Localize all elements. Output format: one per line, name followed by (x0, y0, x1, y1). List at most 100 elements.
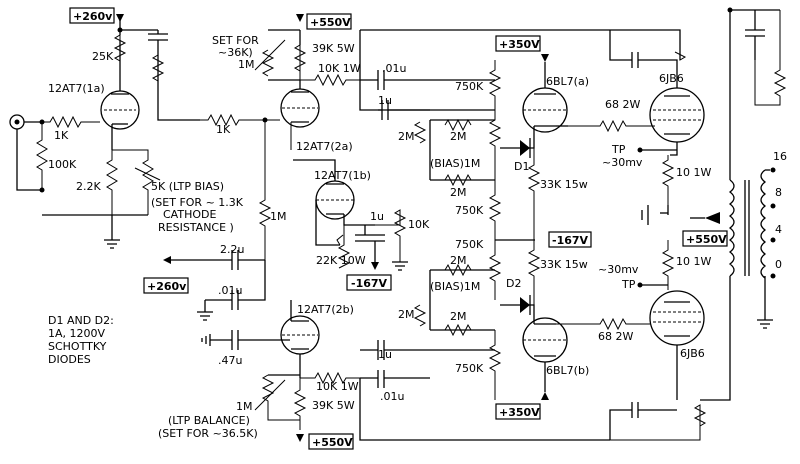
note-set36k-2: ~36K) (218, 46, 253, 59)
resistor-1m-mid (258, 120, 292, 260)
diode-d2 (520, 297, 530, 313)
label-39k-top: 39K 5W (312, 42, 355, 55)
label-68-a: 68 2W (605, 98, 640, 111)
label-supply-167-mid: -167V (552, 234, 589, 247)
label-ltp-bias: 5K (LTP BIAS) (151, 180, 224, 193)
label-100k: 100K (48, 158, 77, 171)
tube-6bl7-b (522, 317, 568, 392)
note-ltp-2: CATHODE (163, 208, 216, 221)
label-2m-d: 2M (450, 254, 467, 267)
supply-box-167-mid (548, 231, 592, 248)
label-10k-1b: 10K (408, 218, 430, 231)
cap-01-left (205, 260, 266, 310)
note-ltp-3: RESISTANCE ) (158, 221, 234, 234)
label-12at7-1a: 12AT7(1a) (48, 82, 105, 95)
label-2m-f: 2M (450, 310, 467, 323)
resistor-750k-d (488, 330, 502, 400)
label-supply-550-right: +550V (686, 233, 727, 246)
label-47u: .47u (218, 354, 242, 367)
label-25k: 25K (92, 50, 114, 63)
label-22k: 22K 10W (316, 254, 366, 267)
supply-box-260-left (143, 277, 189, 294)
tap-8[interactable] (770, 203, 776, 209)
cap-1u-top (378, 100, 495, 120)
label-bias-bottom: (BIAS)1M (430, 280, 480, 293)
note-balance-2: (SET FOR ~36.5K) (158, 427, 258, 440)
label-6jb6-top: 6JB6 (659, 72, 684, 85)
label-10-b: 10 1W (676, 255, 711, 268)
tube-12at7-2a (280, 80, 320, 128)
label-10k-top: 10K 1W (318, 62, 361, 75)
note-balance-1: (LTP BALANCE) (168, 414, 250, 427)
cap-output-zobel (745, 10, 765, 60)
supply-box-350-top (495, 35, 541, 52)
resistor-68-a (568, 119, 655, 133)
pot-1m-set-top (261, 49, 275, 77)
label-2m-b: 2M (450, 130, 467, 143)
note-diodes-1: D1 AND D2: (48, 314, 114, 327)
label-39k-bottom: 39K 5W (312, 399, 355, 412)
label-12at7-2b: 12AT7(2b) (297, 303, 354, 316)
label-supply-550-top: +550V (310, 16, 351, 29)
label-750k-d: 750K (455, 362, 484, 375)
label-2m-e: 2M (398, 308, 415, 321)
label-2-2u: 2.2u (220, 243, 244, 256)
output-transformer (700, 9, 780, 401)
label-12at7-1b: 12AT7(1b) (314, 169, 371, 182)
pot-1m-balance (261, 374, 300, 421)
label-01-bottom: .01u (380, 390, 404, 403)
resistor-2m-f (444, 323, 472, 337)
label-1m-balance: 1M (236, 400, 253, 413)
label-1k-grid: 1K (216, 123, 231, 136)
label-tap-0: 0 (775, 258, 782, 271)
label-10k-bottom: 10K 1W (316, 380, 359, 393)
resistor-68-b (556, 317, 650, 331)
label-1m-set-top: 1M (238, 58, 255, 71)
note-diodes-2: 1A, 1200V (48, 327, 106, 340)
label-12at7-2a: 12AT7(2a) (296, 140, 353, 153)
label-750k-c: 750K (455, 238, 484, 251)
tap-0[interactable] (770, 273, 776, 279)
label-750k-b: 750K (455, 204, 484, 217)
cap-1u-bottom (360, 340, 495, 360)
label-68-b: 68 2W (598, 330, 633, 343)
label-2m-c: 2M (450, 186, 467, 199)
resistor-33k-b (527, 240, 541, 305)
resistor-39k-bottom (293, 378, 307, 430)
supply-box-550-right (682, 230, 728, 247)
note-set36k-1: SET FOR (212, 34, 259, 47)
resistor-750k-c (488, 240, 502, 300)
resistor-750k-b (488, 180, 502, 240)
resistor-750k-a (488, 60, 502, 110)
resistor-10k-top (300, 73, 360, 87)
label-supply-260-left: +260v (147, 280, 187, 293)
resistor-1k-grid (200, 113, 280, 127)
label-6bl7-b: 6BL7(b) (546, 364, 589, 377)
resistor-1k-input (42, 115, 100, 129)
tap-4[interactable] (770, 237, 776, 243)
label-supply-350-top: +350V (499, 38, 540, 51)
tube-6bl7-a (522, 62, 568, 133)
tap-16[interactable] (770, 167, 776, 173)
resistor-2m-e (413, 304, 427, 327)
input-jack (9, 114, 42, 191)
label-33k-a: 33K 15w (540, 178, 588, 191)
label-d2: D2 (506, 277, 521, 290)
resistor-33k-a (527, 148, 541, 240)
supply-box-550-top (306, 13, 352, 30)
resistor-10k-bottom (300, 371, 360, 385)
resistor-2m-b (444, 118, 472, 132)
label-tap-4: 4 (775, 223, 782, 236)
resistor-22k (337, 214, 351, 269)
label-6jb6-bottom: 6JB6 (680, 347, 705, 360)
label-1k-input: 1K (54, 129, 69, 142)
supply-box-260-top (69, 7, 115, 24)
tube-12at7-1a (100, 40, 140, 150)
resistor-10-b (661, 240, 675, 290)
cap-01-top (360, 70, 495, 90)
resistor-100k (36, 122, 48, 190)
cap-2-2u (170, 250, 265, 270)
ground-output (757, 319, 773, 329)
diode-d1 (520, 140, 530, 156)
